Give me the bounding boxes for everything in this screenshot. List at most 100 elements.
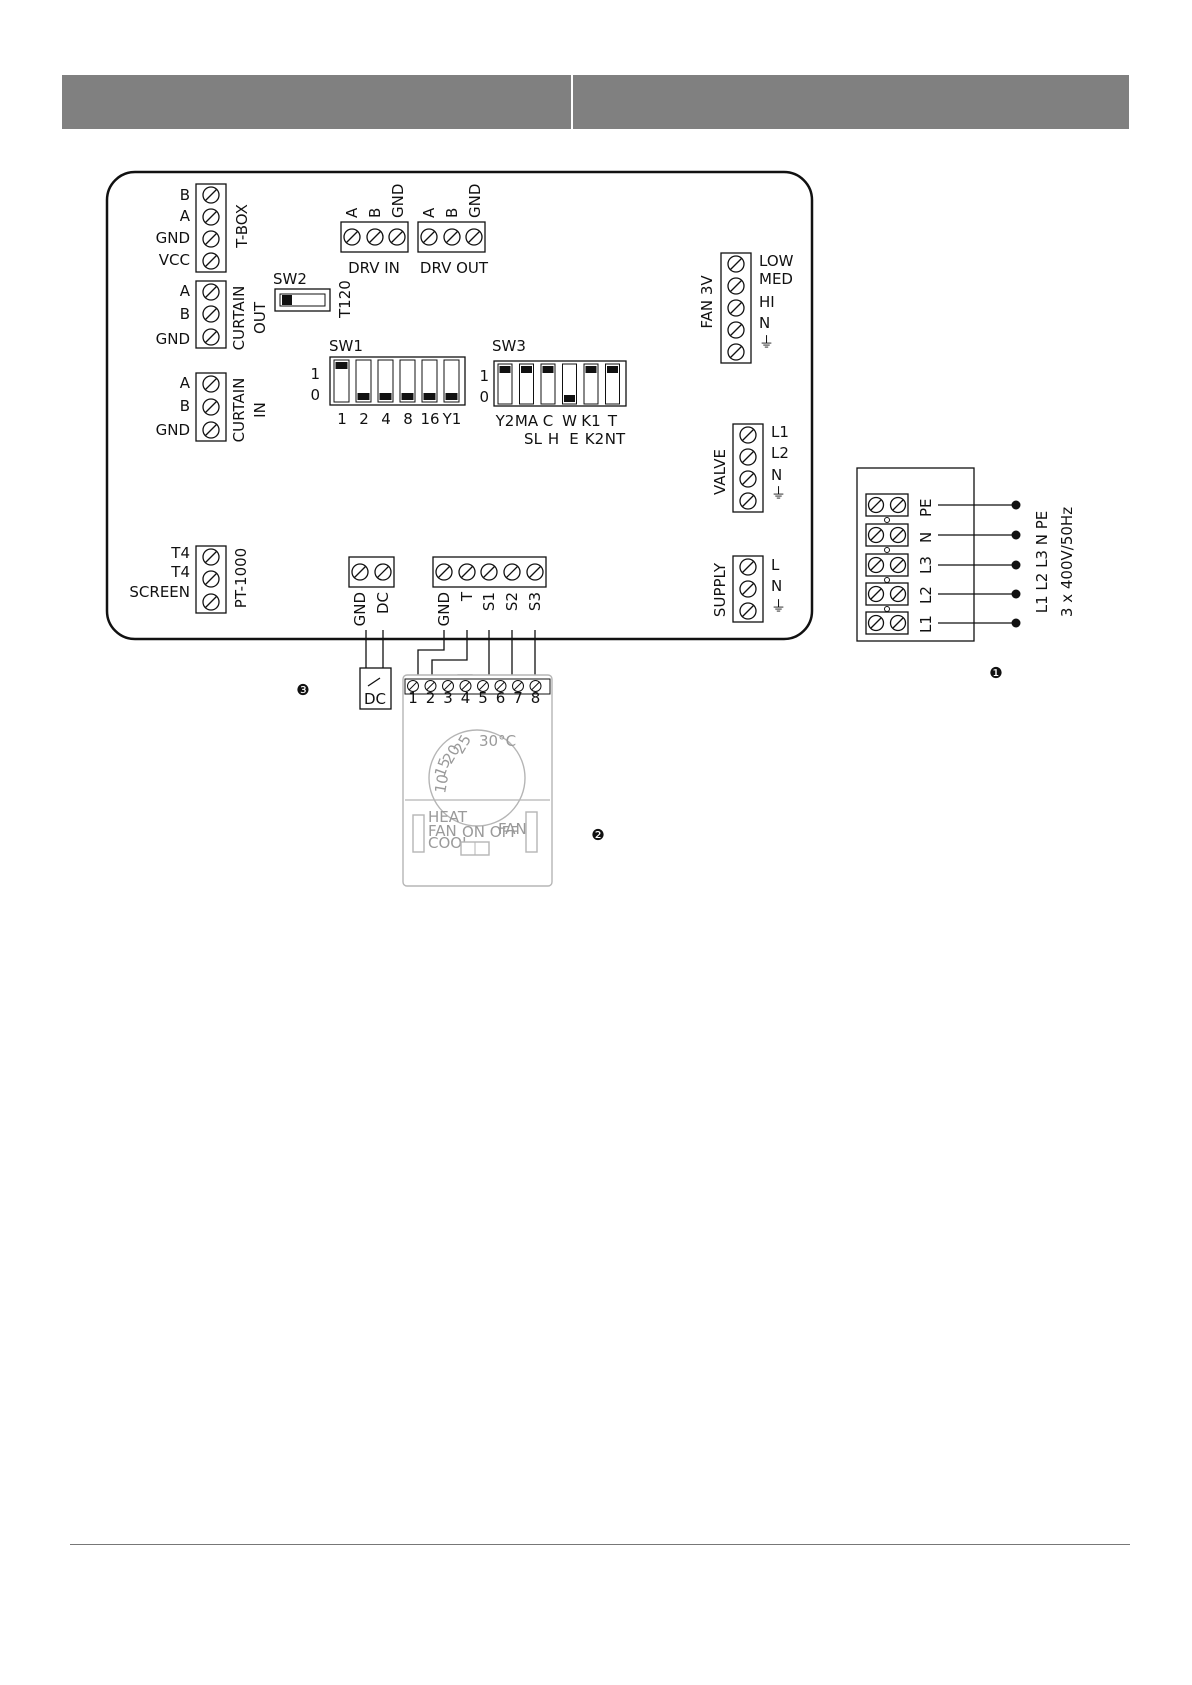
sw1-on-label: 1 (310, 365, 320, 383)
dc-switch-box (359, 667, 392, 710)
power-line-5 (938, 618, 1021, 628)
drv-out-label-gnd: GND (466, 184, 484, 218)
sw3-label-bottom-1: SL (524, 430, 543, 448)
drv-out-label-a: A (420, 207, 438, 218)
power-line-2 (938, 530, 1021, 540)
power-terminal-l2: L2 (917, 586, 935, 604)
thermostat-screw-1 (407, 680, 419, 692)
fan-label-ground: ⏚ (759, 333, 774, 351)
thermo-terminal-label-gnd: GND (435, 592, 453, 626)
thermostat-number-6: 6 (496, 689, 506, 707)
power-terminal-l1: L1 (917, 615, 935, 633)
sw1-lever-1 (333, 359, 350, 403)
mode-label-fan: FAN (428, 822, 457, 840)
tbox-label-a: A (180, 207, 191, 225)
curtain-in-terminal: A B GND CURTAIN IN (156, 372, 269, 443)
sw3-name: SW3 (492, 337, 526, 355)
sw3-label-top-3: C (543, 412, 553, 430)
sw3-on-label: 1 (479, 367, 489, 385)
sw3-label-top-6: T (607, 412, 618, 430)
sw3-label-top-1: Y2 (495, 412, 515, 430)
thermostat-screw-4 (459, 680, 472, 692)
dial-label-15: 15 (431, 755, 454, 779)
curtain-out-terminal: A B GND CURTAIN OUT (156, 280, 269, 350)
drv-in-title: DRV IN (348, 259, 400, 277)
drv-out-terminal: A B GND DRV OUT (417, 184, 489, 277)
sw1-lever-6 (443, 359, 460, 403)
supply-label-l: L (771, 556, 780, 574)
power-terminal-row-5 (865, 611, 909, 635)
tbox-label-vcc: VCC (159, 251, 190, 269)
sw3-lever-2 (519, 363, 534, 405)
power-terminal-l3: L3 (917, 556, 935, 574)
dc-switch: DC ❸ (296, 630, 392, 710)
thermostat-screw-8 (529, 680, 542, 692)
curtain-in-label-a: A (180, 374, 191, 392)
curtain-in-label-b: B (180, 397, 190, 415)
supply-label-ground: ⏚ (771, 597, 786, 615)
sw3-label-top-5: K1 (581, 412, 600, 430)
thermostat-dial (428, 729, 526, 827)
sw3-label-bottom-5: NT (605, 430, 626, 448)
supply-title: SUPPLY (711, 562, 729, 617)
footer-rule (70, 1544, 1130, 1545)
thermostat-number-7: 7 (513, 689, 523, 707)
supply-label-n: N (771, 577, 782, 595)
sw3-label-top-4: W (562, 412, 577, 430)
sw1-label-2: 2 (359, 410, 369, 428)
thermostat-screw-2 (424, 680, 437, 692)
sw1-label-3: 4 (381, 410, 391, 428)
thermostat-screw-6 (494, 680, 507, 692)
sw2-label: T120 (336, 280, 354, 319)
sw3-housing (493, 360, 627, 407)
tbox-terminal: B A GND VCC T-BOX (156, 183, 251, 273)
sw3-lever-5 (583, 363, 599, 405)
power-line-3 (938, 560, 1021, 570)
curtain-out-label-a: A (180, 282, 191, 300)
valve-title: VALVE (711, 449, 729, 495)
pt1000-label-t4-b: T4 (170, 563, 190, 581)
sw1-name: SW1 (329, 337, 363, 355)
curtain-in-title-2: IN (251, 402, 269, 418)
curtain-out-title-2: OUT (251, 301, 269, 334)
sw2-slider (282, 295, 292, 305)
fan-title: FAN 3V (698, 275, 716, 329)
dial-label-10: 10 (431, 773, 452, 795)
sw1-lever-5 (421, 359, 438, 403)
power-terminal-row-3 (865, 553, 909, 583)
sw3-off-label: 0 (479, 388, 489, 406)
marker-2: ❷ (591, 826, 604, 844)
sw1-lever-2 (355, 359, 372, 403)
tbox-title: T-BOX (233, 204, 251, 249)
pt1000-label-screen: SCREEN (129, 583, 190, 601)
drv-in-label-gnd: GND (389, 184, 407, 218)
sw3-label-bottom-4: K2 (585, 430, 604, 448)
curtain-out-label-b: B (180, 305, 190, 323)
drv-in-terminal: A B GND DRV IN (340, 184, 409, 277)
power-lines-label: L1 L2 L3 N PE (1033, 511, 1051, 614)
valve-label-ground: ⏚ (771, 484, 786, 502)
power-line-4 (938, 589, 1021, 599)
dc-switch-label: DC (364, 690, 386, 708)
thermostat-terminal: GND T S1 S2 S3 (432, 556, 547, 626)
fan-terminal: LOW MED HI N ⏚ FAN 3V (698, 252, 794, 364)
valve-label-n: N (771, 466, 782, 484)
mode-switch (412, 814, 425, 853)
power-terminal-n: N (917, 532, 935, 543)
sw1-housing (329, 356, 466, 406)
sw3-label-bottom-3: E (569, 430, 578, 448)
tbox-label-b: B (180, 186, 190, 204)
pt1000-label-t4-a: T4 (170, 544, 190, 562)
fan-label-med: MED (759, 270, 793, 288)
page-header-bar (62, 75, 1129, 129)
dc-terminal-label-dc: DC (374, 592, 392, 614)
power-supply-block: PE N L3 L2 L1 L1 L2 L3 N PE 3 x 400V/50H… (856, 467, 1076, 682)
sw2-switch: SW2 T120 (273, 270, 354, 319)
drv-out-title: DRV OUT (420, 259, 489, 277)
sw3-lever-1 (497, 363, 513, 405)
thermo-terminal-label-s2: S2 (503, 592, 521, 611)
valve-label-l2: L2 (771, 444, 789, 462)
curtain-in-title-1: CURTAIN (230, 378, 248, 443)
pt1000-terminal: T4 T4 SCREEN PT-1000 (129, 544, 250, 614)
